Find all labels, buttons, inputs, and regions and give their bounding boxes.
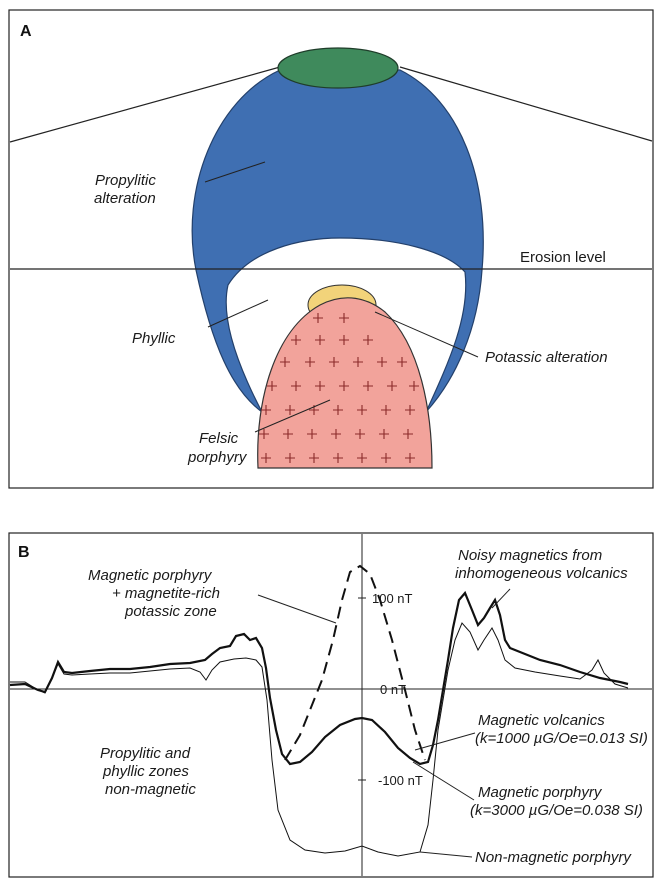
panel-b-letter: B (18, 544, 30, 561)
label-magvol-1: Magnetic volcanics (478, 712, 605, 729)
felsic-porphyry-body (258, 298, 432, 468)
label-mag-porph-3: potassic zone (124, 603, 217, 620)
label-magporph-1: Magnetic porphyry (478, 784, 603, 801)
leader-magvol (415, 733, 475, 750)
label-nonmag: Non-magnetic porphyry (475, 849, 632, 866)
label-prop-3: non-magnetic (105, 781, 196, 798)
label-noisy-1: Noisy magnetics from (458, 547, 602, 564)
tick-label-100: 100 nT (372, 591, 413, 606)
leader-nonmag (420, 852, 472, 857)
leader-mag-porph-potassic (258, 595, 336, 623)
label-mag-porph-1: Magnetic porphyry (88, 567, 213, 584)
label-erosion-level: Erosion level (520, 249, 606, 266)
label-magvol-2: (k=1000 µG/Oe=0.013 SI) (475, 730, 648, 747)
tick-label-0: 0 nT (380, 682, 406, 697)
label-phyllic: Phyllic (132, 330, 176, 347)
label-noisy-2: inhomogeneous volcanics (455, 565, 628, 582)
label-prop-1: Propylitic and (100, 745, 191, 762)
label-propylitic-1: Propylitic (95, 172, 156, 189)
tick-label-minus-100: -100 nT (378, 773, 423, 788)
label-felsic-1: Felsic (199, 430, 239, 447)
label-potassic: Potassic alteration (485, 349, 608, 366)
panel-a-letter: A (20, 23, 32, 40)
cap-zone (278, 48, 398, 88)
label-propylitic-2: alteration (94, 190, 156, 207)
label-prop-2: phyllic zones (102, 763, 189, 780)
label-mag-porph-2: + magnetite-rich (112, 585, 220, 602)
panel-b-frame (9, 533, 653, 877)
label-felsic-2: porphyry (187, 449, 248, 466)
label-magporph-2: (k=3000 µG/Oe=0.038 SI) (470, 802, 643, 819)
